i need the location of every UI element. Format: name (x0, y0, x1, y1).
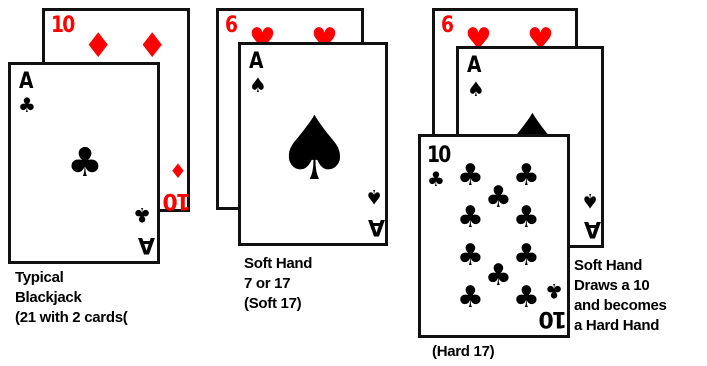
card-rank: A (370, 215, 385, 237)
spade-icon: ♠ (581, 191, 599, 211)
club-icon: ♣ (513, 283, 540, 313)
caption-line: Draws a 10 (574, 276, 667, 296)
caption-line: (Soft 17) (244, 294, 312, 314)
club-icon: ♣ (133, 205, 151, 225)
card-rank: A (140, 233, 155, 255)
diamond-icon: ♦ (83, 29, 113, 63)
caption-draws-a-ten: Soft Hand Draws a 10 and becomes a Hard … (574, 256, 667, 336)
spade-icon: ♠ (467, 79, 485, 99)
diamond-icon: ♦ (137, 29, 167, 63)
club-icon: ♣ (457, 283, 484, 313)
club-icon: ♣ (485, 261, 512, 291)
caption-line: Soft Hand (244, 254, 312, 274)
card-ace-of-spades: A ♠ ♠ ♠ A (238, 42, 388, 246)
club-icon: ♣ (457, 161, 484, 191)
spade-icon: ♠ (365, 187, 383, 207)
card-rank: 10 (427, 145, 450, 167)
caption-typical-blackjack: Typical Blackjack (21 with 2 cards( (15, 268, 127, 328)
card-ace-of-clubs: A ♣ ♣ ♣ A (8, 62, 160, 264)
card-rank: A (467, 55, 480, 77)
caption-line: (21 with 2 cards( (15, 308, 127, 328)
diamond-icon: ♦ (169, 161, 187, 181)
club-icon: ♣ (427, 169, 445, 189)
caption-line: (Hard 17) (432, 342, 494, 362)
club-icon: ♣ (513, 203, 540, 233)
card-rank: 10 (164, 189, 191, 211)
card-rank: 6 (225, 15, 236, 37)
club-icon: ♣ (545, 281, 563, 301)
spade-icon: ♠ (275, 105, 354, 193)
caption-hard-17: (Hard 17) (432, 342, 494, 362)
card-rank: A (586, 217, 601, 239)
caption-soft-hand: Soft Hand 7 or 17 (Soft 17) (244, 254, 312, 314)
card-ten-of-clubs: 10 ♣ ♣ ♣ ♣ ♣ ♣ ♣ ♣ ♣ ♣ ♣ ♣ 10 (418, 134, 570, 338)
card-rank: A (249, 51, 262, 73)
card-rank: 10 (540, 307, 567, 329)
caption-line: and becomes (574, 296, 667, 316)
card-rank: 10 (51, 15, 74, 37)
club-icon: ♣ (513, 161, 540, 191)
caption-line: Typical (15, 268, 127, 288)
spade-icon: ♠ (249, 75, 267, 95)
caption-line: Blackjack (15, 288, 127, 308)
club-icon: ♣ (457, 241, 484, 271)
club-icon: ♣ (67, 143, 103, 183)
club-icon: ♣ (485, 183, 512, 213)
caption-line: a Hard Hand (574, 316, 667, 336)
caption-line: Soft Hand (574, 256, 667, 276)
club-icon: ♣ (513, 241, 540, 271)
club-icon: ♣ (457, 203, 484, 233)
club-icon: ♣ (18, 95, 36, 115)
caption-line: 7 or 17 (244, 274, 312, 294)
card-rank: 6 (441, 15, 452, 37)
card-rank: A (19, 71, 32, 93)
